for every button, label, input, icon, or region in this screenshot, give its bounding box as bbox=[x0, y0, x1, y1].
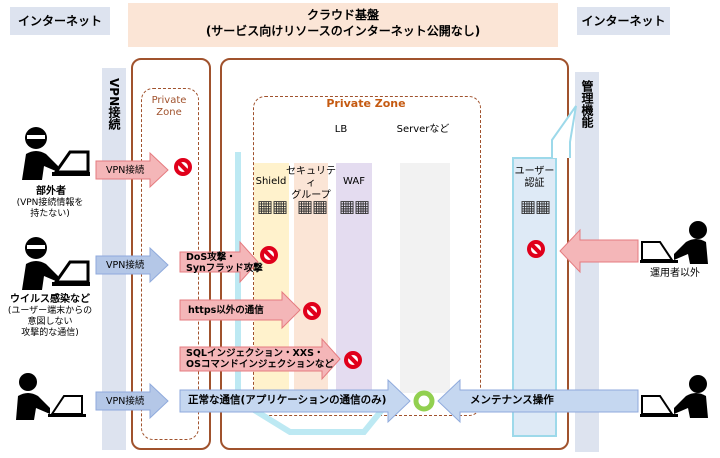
header-cloud: クラウド基盤 (サービス向けリソースのインターネット公開なし) bbox=[128, 3, 558, 47]
cloud-subtitle: (サービス向けリソースのインターネット公開なし) bbox=[205, 24, 481, 38]
cloud-title: クラウド基盤 bbox=[306, 8, 379, 22]
vpn-arrow-1 bbox=[95, 151, 169, 189]
lb-label: LB bbox=[334, 124, 348, 135]
user-auth-callout bbox=[551, 105, 577, 158]
maintenance-label: メンテナンス操作 bbox=[470, 394, 554, 406]
normal-arrow bbox=[179, 378, 411, 424]
ok-ring-icon bbox=[413, 390, 435, 412]
https-label: https以外の通信 bbox=[188, 305, 264, 316]
sqli-arrow bbox=[179, 337, 341, 381]
vpn-arrow-2 bbox=[95, 246, 169, 284]
waf-label: WAF bbox=[343, 176, 365, 187]
operator-outside-label: 運用者以外 bbox=[650, 268, 700, 279]
virus-person-icon bbox=[22, 237, 90, 290]
user-person-icon bbox=[16, 373, 86, 420]
dos-label: DoS攻撃・ Synフラッド攻撃 bbox=[186, 252, 263, 274]
vpn-arrow-2-label: VPN接続 bbox=[106, 260, 145, 271]
security-group-label: セキュリティ グループ bbox=[286, 166, 336, 201]
user-auth-wall-icon: ▦▦ bbox=[520, 197, 551, 217]
vpn-arrow-3 bbox=[95, 382, 169, 420]
main-private-zone-label: Private Zone bbox=[326, 97, 406, 110]
vpn-column-label: VPN接続 bbox=[107, 78, 121, 131]
maintenance-arrow bbox=[437, 378, 639, 424]
vpn-arrow-1-label: VPN接続 bbox=[106, 165, 145, 176]
shield-label: Shield bbox=[255, 176, 287, 187]
prohibit-icon-dos bbox=[260, 246, 278, 264]
main-private-zone-dashed bbox=[253, 96, 481, 416]
waf-wall-icon: ▦▦ bbox=[338, 197, 370, 217]
prohibit-icon-https bbox=[303, 302, 321, 320]
header-internet-left: インターネット bbox=[10, 7, 110, 35]
prohibit-icon-sqli bbox=[344, 351, 362, 369]
insider-note: (VPN接続情報を 持たない) bbox=[16, 198, 84, 219]
vpn-arrow-3-label: VPN接続 bbox=[106, 396, 145, 407]
operator-outside-arrow bbox=[559, 228, 639, 274]
prohibit-icon-auth bbox=[527, 240, 545, 258]
user-auth-label: ユーザー 認証 bbox=[514, 166, 555, 189]
insider-name: 部外者 bbox=[36, 186, 66, 197]
intruder-person-icon bbox=[22, 127, 90, 180]
server-label: Serverなど bbox=[396, 124, 450, 135]
shield-wall-icon: ▦▦ bbox=[256, 197, 288, 217]
admin-column-label: 管理機能 bbox=[580, 80, 594, 128]
virus-note: (ユーザー端末からの 意図しない 攻撃的な通信) bbox=[7, 306, 93, 338]
vpn-private-zone-label: Private Zone bbox=[151, 95, 187, 118]
sqli-label: SQLインジェクション・XXS・ OSコマンドインジェクションなど bbox=[186, 348, 334, 370]
https-arrow bbox=[179, 290, 301, 330]
operator-outside-person-icon bbox=[640, 221, 708, 264]
operator-person-icon bbox=[640, 375, 708, 418]
header-internet-right: インターネット bbox=[577, 7, 670, 35]
virus-name: ウイルス感染など bbox=[10, 294, 90, 305]
prohibit-icon-vpn bbox=[174, 158, 192, 176]
dos-arrow bbox=[179, 240, 259, 284]
normal-label: 正常な通信(アプリケーションの通信のみ) bbox=[188, 394, 387, 406]
security-group-wall-icon: ▦▦ bbox=[296, 197, 328, 217]
server-column bbox=[400, 163, 450, 393]
